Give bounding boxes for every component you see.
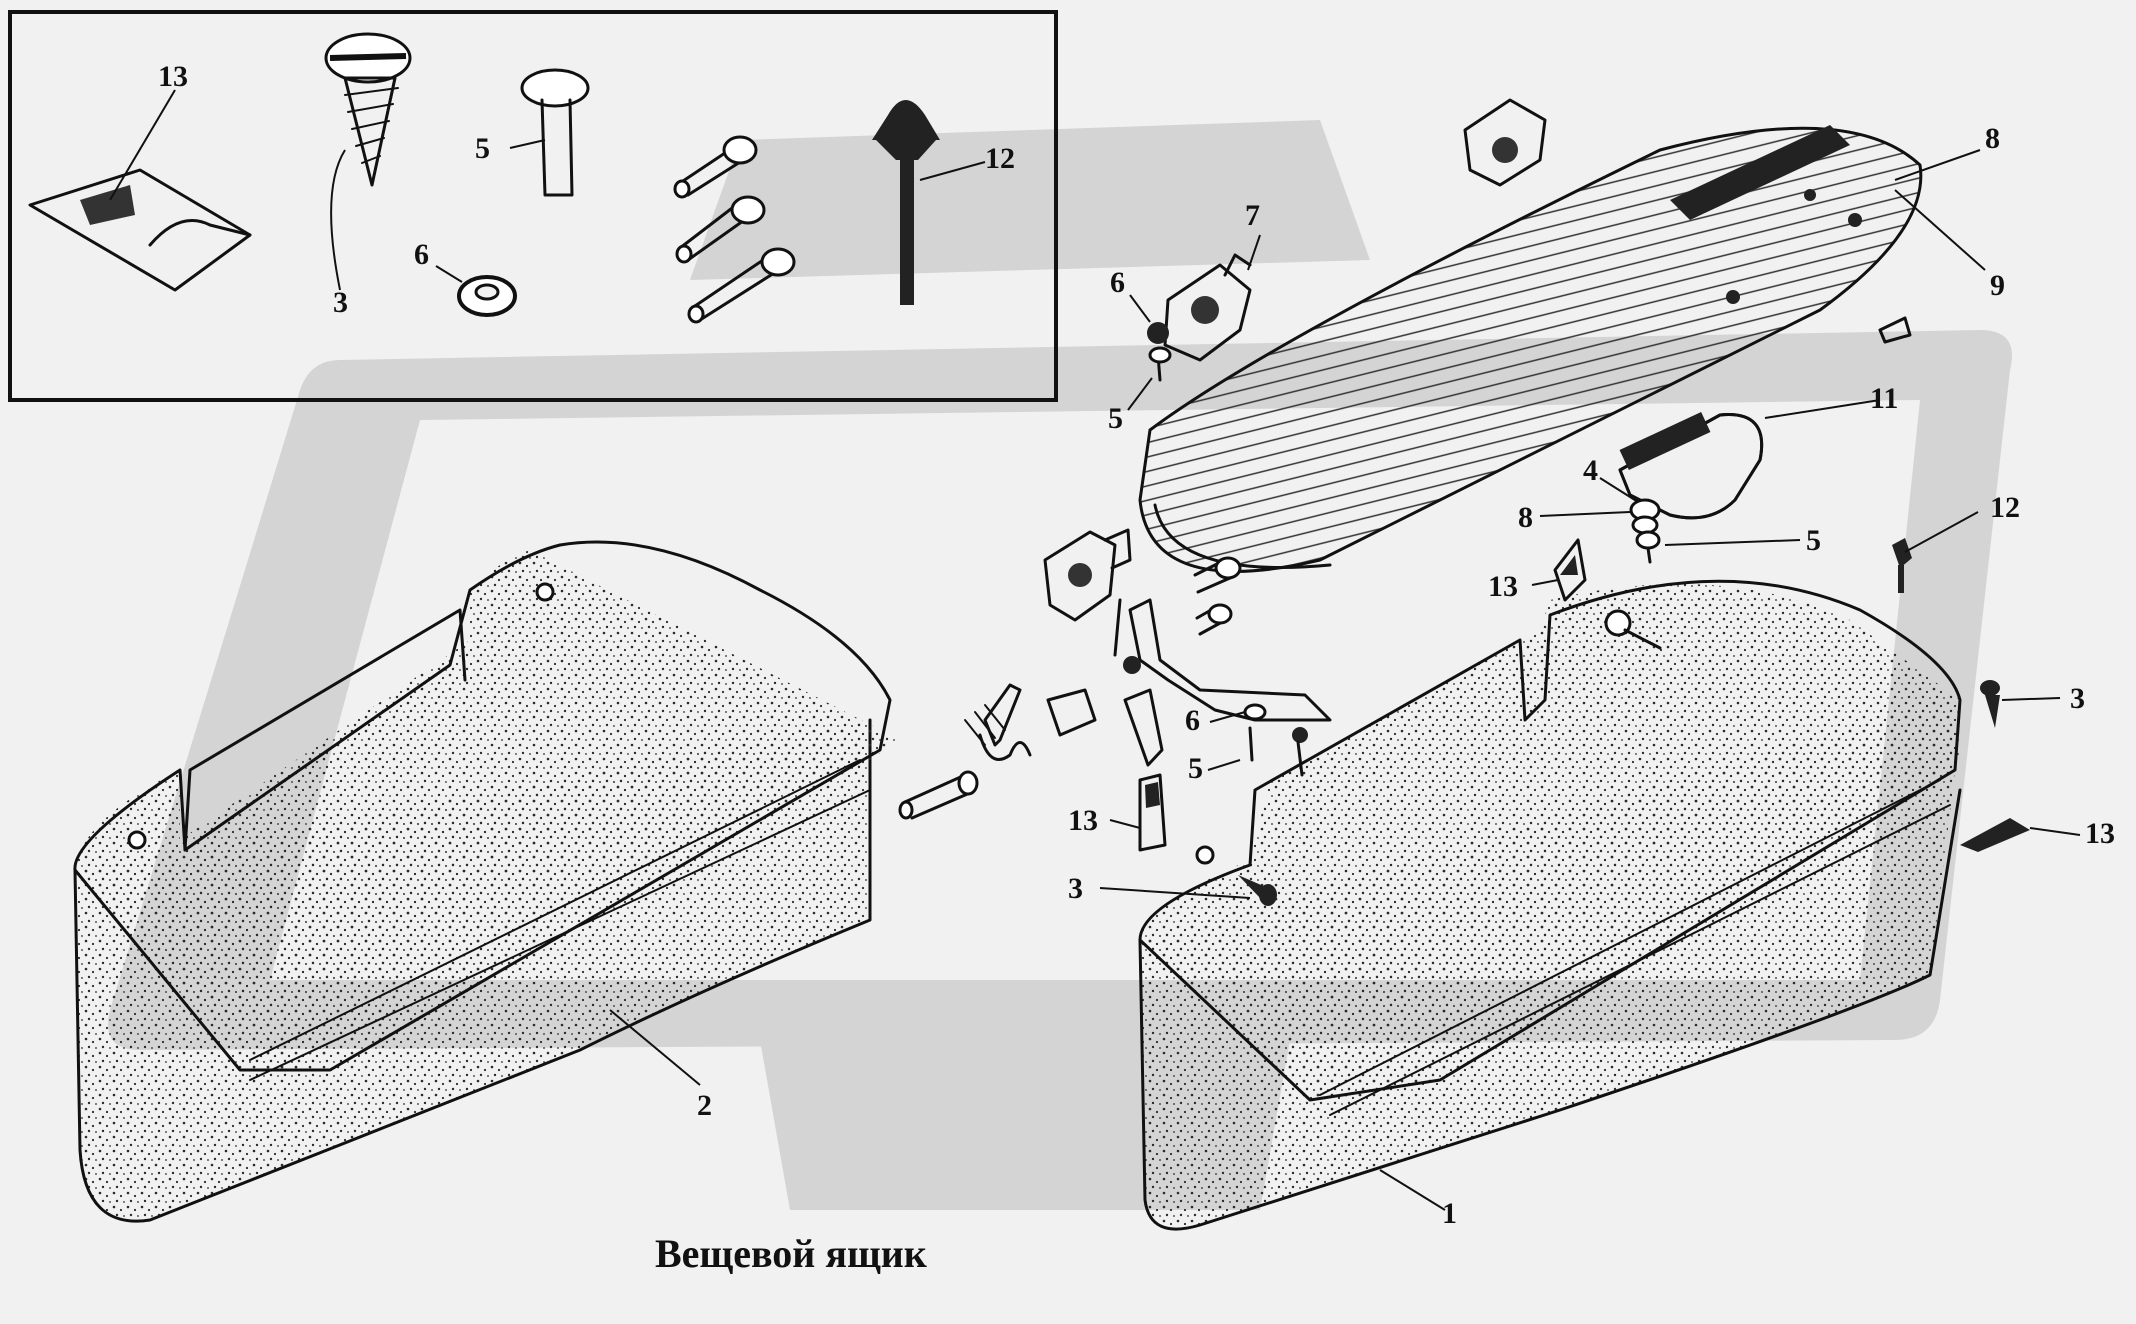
bolt-right <box>1604 609 1662 650</box>
inset-callout-3: 3 <box>333 286 348 319</box>
callout-13c: 13 <box>1068 804 1098 837</box>
callout-13a: 13 <box>1488 570 1518 603</box>
callout-3a: 3 <box>2070 682 2085 715</box>
box-left <box>73 540 900 1223</box>
callout-5c: 5 <box>1188 752 1203 785</box>
callout-8b: 8 <box>1518 501 1533 534</box>
hinge-upper <box>1163 234 1261 362</box>
plug-right <box>1892 511 1979 593</box>
box-right <box>1138 579 1962 1231</box>
inset-callout-12: 12 <box>985 142 1015 175</box>
hinge-center <box>1043 528 1132 657</box>
callout-8a: 8 <box>1985 122 2000 155</box>
inset-washer <box>435 265 517 317</box>
inset-bolt <box>509 68 590 197</box>
callout-3b: 3 <box>1068 872 1083 905</box>
callout-5a: 5 <box>1108 402 1123 435</box>
diagram-caption: Вещевой ящик <box>655 1231 927 1276</box>
inset-screw <box>324 32 412 291</box>
callout-11: 11 <box>1870 382 1898 415</box>
clip-far-right <box>1960 818 2081 852</box>
clip-right <box>1531 538 1587 602</box>
callout-12: 12 <box>1990 491 2020 524</box>
screw-center <box>1099 875 1277 906</box>
lock-plate <box>1618 399 1881 520</box>
callout-9: 9 <box>1990 269 2005 302</box>
callout-1: 1 <box>1442 1197 1457 1230</box>
pin-axle <box>898 770 979 820</box>
spring <box>964 683 1097 761</box>
callout-5b: 5 <box>1806 524 1821 557</box>
clip-center <box>1109 773 1167 852</box>
inset-pins <box>673 135 796 324</box>
callout-2: 2 <box>697 1089 712 1122</box>
inset-callout-5: 5 <box>475 132 490 165</box>
inset-callout-13: 13 <box>158 60 188 93</box>
callout-4: 4 <box>1583 454 1598 487</box>
inset-clip <box>28 89 252 292</box>
washer-nut-group <box>1539 477 1801 564</box>
hinge-top <box>1463 98 1547 187</box>
bracket-center <box>1123 598 1332 767</box>
inset-plug <box>872 100 986 305</box>
callout-6b: 6 <box>1185 704 1200 737</box>
pins-center <box>1193 556 1242 636</box>
callout-7: 7 <box>1245 199 1260 232</box>
callout-6a: 6 <box>1110 266 1125 299</box>
clip-small <box>1878 316 1912 344</box>
fasteners-center <box>1207 703 1308 777</box>
screw-bolt-upper <box>1127 294 1172 411</box>
callout-13b: 13 <box>2085 817 2115 850</box>
screw-right <box>1980 680 2061 728</box>
inset-callout-6: 6 <box>414 238 429 271</box>
inset-frame <box>8 10 1058 402</box>
